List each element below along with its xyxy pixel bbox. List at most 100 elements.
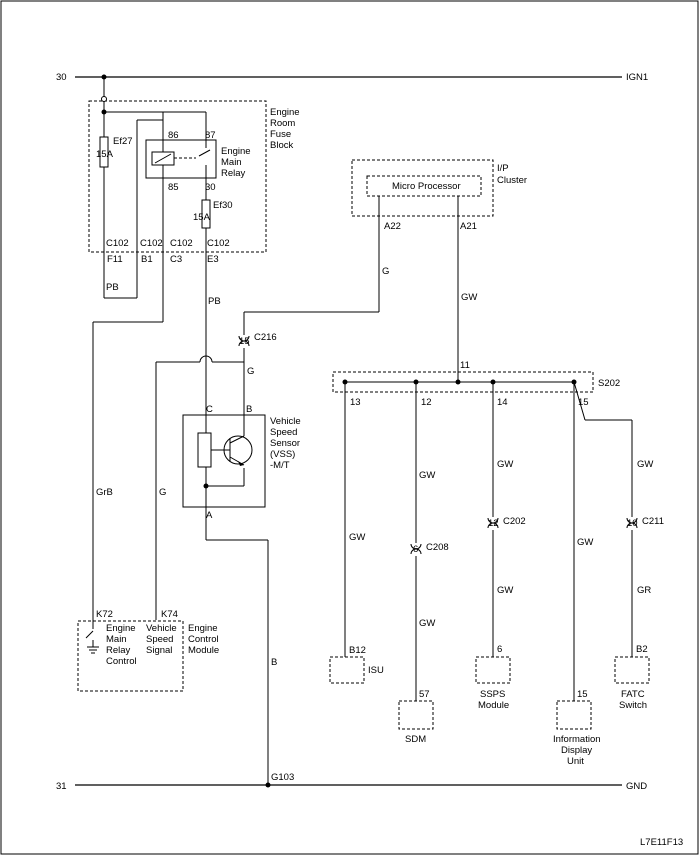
fuse-ef30-id: Ef30 xyxy=(213,200,233,211)
s202-pin-in: 11 xyxy=(460,360,470,371)
fuse-ef27-id: Ef27 xyxy=(113,136,133,147)
vehicle-speed-sensor: C B A Vehicle Speed Sensor (VSS) -M/T xyxy=(182,362,301,540)
connector-c216: 15 C216 G xyxy=(238,332,277,410)
ip-cluster: Micro Processor I/P Cluster A22 A21 G GW xyxy=(351,159,527,382)
wire-pb-2: PB xyxy=(208,296,221,307)
wire-g-top: G xyxy=(382,266,389,277)
info-name-2: Display xyxy=(561,745,592,756)
pin-b1: B1 xyxy=(141,254,153,265)
ecm-name-3: Module xyxy=(188,645,219,656)
relay-pin-85: 85 xyxy=(168,182,179,193)
ecm-name-2: Control xyxy=(188,634,219,645)
branch-info-display: GW 15 Information Display Unit xyxy=(553,382,601,767)
sdm-module xyxy=(398,700,434,730)
wire-gw-14a: GW xyxy=(497,459,513,470)
micro-processor-label: Micro Processor xyxy=(392,181,461,192)
ground-g103-label: G103 xyxy=(271,772,294,783)
vss-name-2: Speed xyxy=(270,427,297,438)
ecm-speed-sig-3: Signal xyxy=(146,645,172,656)
fuse-ef30-rating: 15A xyxy=(193,212,211,223)
vss-name-4: (VSS) xyxy=(270,449,295,460)
sdm-pin: 57 xyxy=(419,689,430,700)
ssps-module xyxy=(475,656,511,684)
ecm-speed-sig-2: Speed xyxy=(146,634,173,645)
fatc-module xyxy=(614,656,650,684)
s202-label: S202 xyxy=(598,378,620,389)
wire-gw-top: GW xyxy=(461,292,477,303)
rail-30-label: 30 xyxy=(56,72,67,83)
relay-name-3: Relay xyxy=(221,168,246,179)
vss-name-5: -M/T xyxy=(270,460,290,471)
conn-c102-4: C102 xyxy=(207,238,230,249)
wire-gw-15: GW xyxy=(637,459,653,470)
pin-c3: C3 xyxy=(170,254,182,265)
relay-name-2: Main xyxy=(221,157,242,168)
ip-cluster-name-1: I/P xyxy=(497,163,509,174)
ecm-speed-sig-1: Vehicle xyxy=(146,623,177,634)
isu-pin: B12 xyxy=(349,645,366,656)
wire-gw-14b: GW xyxy=(497,585,513,596)
conn-c102-1: C102 xyxy=(106,238,129,249)
wire-g-vss: G xyxy=(247,366,254,377)
s202-pin-14: 14 xyxy=(497,397,508,408)
s202-pin-15: 15 xyxy=(578,397,589,408)
info-pin: 15 xyxy=(577,689,588,700)
ssps-name-1: SSPS xyxy=(480,689,505,700)
ssps-pin: 6 xyxy=(497,644,502,655)
pin-e3: E3 xyxy=(207,254,219,265)
fuse-block-name-4: Block xyxy=(270,140,293,151)
figure-id: L7E11F13 xyxy=(640,837,683,848)
rail-ign1-label: IGN1 xyxy=(626,72,648,83)
wire-pb-1: PB xyxy=(106,282,119,293)
relay-pin-86: 86 xyxy=(168,130,179,141)
ip-cluster-name-2: Cluster xyxy=(497,175,527,186)
wire-grb: GrB xyxy=(96,487,113,498)
ecm-relay-ctrl-2: Main xyxy=(106,634,127,645)
conn-c102-2: C102 xyxy=(140,238,163,249)
vss-pin-c: C xyxy=(206,404,213,415)
ecm-pin-k74: K74 xyxy=(161,609,178,620)
branch-isu: GW B12 ISU xyxy=(329,382,384,684)
fatc-name-2: Switch xyxy=(619,700,647,711)
info-display-module xyxy=(556,700,592,730)
fatc-pin: B2 xyxy=(636,644,648,655)
vss-pin-b: B xyxy=(246,404,252,415)
micro-processor-box xyxy=(366,175,482,197)
ground-switch-icon xyxy=(85,620,99,654)
fatc-name-1: FATC xyxy=(621,689,645,700)
ecm-relay-ctrl-3: Relay xyxy=(106,645,131,656)
info-name-1: Information xyxy=(553,734,601,745)
branch-sdm: GW 6 C208 GW 57 SDM xyxy=(398,382,449,745)
s202-pin-12: 12 xyxy=(421,397,432,408)
ground-rail: 31 GND G103 xyxy=(56,772,647,792)
info-name-3: Unit xyxy=(567,756,584,767)
ssps-name-2: Module xyxy=(478,700,509,711)
c216-label: C216 xyxy=(254,332,277,343)
engine-room-fuse-block: Engine Room Fuse Block Ef27 15A PB Engin… xyxy=(88,77,300,362)
fuse-block-name-3: Fuse xyxy=(270,129,291,140)
wire-gw-13: GW xyxy=(349,532,365,543)
wire-b-ground: B xyxy=(271,657,277,668)
c211-label: C211 xyxy=(642,516,664,527)
vss-name-3: Sensor xyxy=(270,438,300,449)
ip-pin-a22: A22 xyxy=(384,221,401,232)
splice-s202: S202 11 13 12 14 15 xyxy=(332,360,620,408)
relay-pin-87: 87 xyxy=(205,130,216,141)
wire-gr: GR xyxy=(637,585,651,596)
ecm-relay-ctrl-1: Engine xyxy=(106,623,136,634)
vss-name-1: Vehicle xyxy=(270,416,301,427)
isu-name: ISU xyxy=(368,665,384,676)
pin-f11: F11 xyxy=(107,254,123,265)
rail-gnd-label: GND xyxy=(626,781,647,792)
power-rail: 30 IGN1 xyxy=(56,72,648,83)
ip-pin-a21: A21 xyxy=(460,221,477,232)
relay-pin-30: 30 xyxy=(205,182,216,193)
fuse-block-name-2: Room xyxy=(270,118,295,129)
engine-control-module: K72 K74 Engine Control Module Engine Mai… xyxy=(77,609,219,692)
conn-c102-3: C102 xyxy=(170,238,193,249)
vss-resistor-icon xyxy=(197,432,212,468)
relay-name-1: Engine xyxy=(221,146,251,157)
ecm-pin-k72: K72 xyxy=(96,609,113,620)
